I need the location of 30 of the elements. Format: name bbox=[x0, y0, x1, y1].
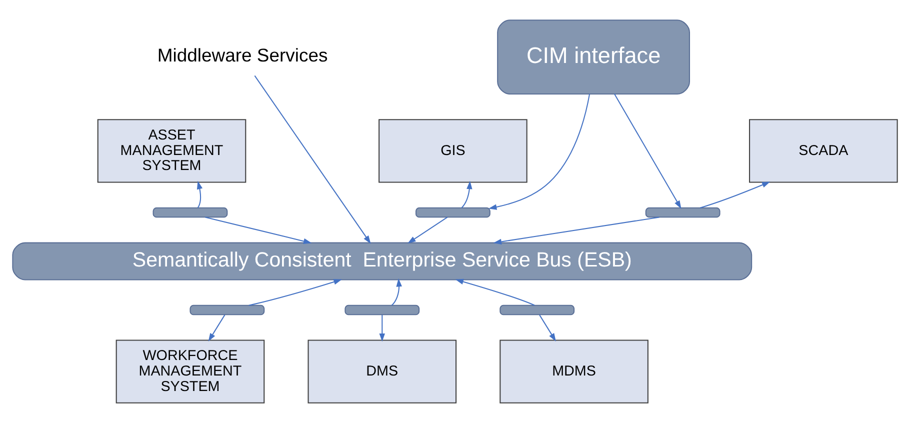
arrow bbox=[461, 180, 472, 208]
node-bar bbox=[344, 304, 420, 316]
arrow bbox=[493, 216, 660, 245]
node-bar bbox=[500, 304, 575, 316]
arrow bbox=[208, 314, 226, 342]
arrow bbox=[254, 75, 371, 244]
node-box: SCADA bbox=[749, 119, 898, 183]
arrow bbox=[379, 314, 386, 342]
node-text: Middleware Services bbox=[157, 44, 328, 66]
arrow bbox=[248, 279, 342, 306]
node-bar bbox=[416, 207, 490, 218]
node-box: CIM interface bbox=[497, 20, 690, 94]
arrow bbox=[391, 278, 402, 306]
node-bar bbox=[645, 207, 720, 218]
node-box: GIS bbox=[378, 119, 528, 183]
arrow bbox=[196, 180, 203, 208]
arrow bbox=[455, 278, 535, 306]
node-box: ASSET MANAGEMENT SYSTEM bbox=[97, 119, 246, 183]
node-bar bbox=[152, 207, 228, 218]
arrow bbox=[488, 94, 590, 210]
arrow bbox=[408, 216, 448, 244]
node-bar bbox=[190, 304, 265, 316]
arrow bbox=[539, 314, 556, 342]
node-box: DMS bbox=[308, 340, 457, 404]
arrow bbox=[614, 94, 682, 209]
node-box: MDMS bbox=[500, 340, 648, 404]
node-box: WORKFORCE MANAGEMENT SYSTEM bbox=[116, 340, 265, 404]
arrow bbox=[205, 216, 312, 244]
node-box: Semantically Consistent Enterprise Service Bus (ESB) bbox=[12, 242, 752, 280]
arrow bbox=[700, 182, 770, 208]
